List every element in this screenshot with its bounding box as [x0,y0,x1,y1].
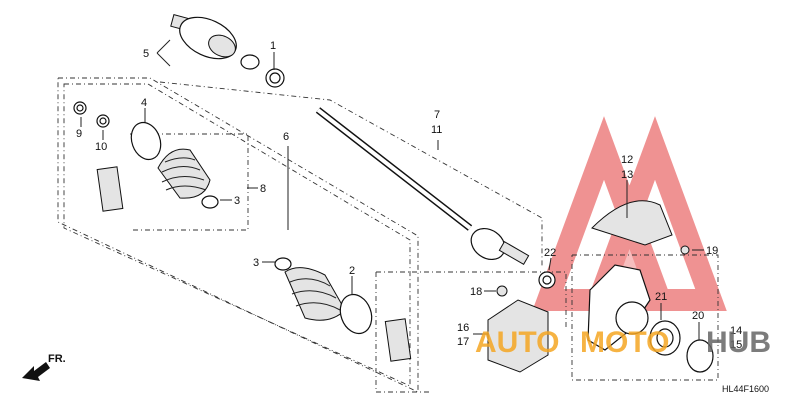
outline-hub-box [571,254,719,381]
callout-10: 10 [95,141,107,153]
callout-3-lower: 3 [253,257,259,269]
outline-lower-box [375,272,430,393]
boot-band-4 [130,121,162,161]
callout-18: 18 [470,286,482,298]
boot-band-2 [339,293,373,335]
callout-12: 12 [621,154,633,166]
callout-20: 20 [692,310,704,322]
cv-joint-outer [170,14,285,88]
watermark-text-middle: MOTO [580,326,669,359]
callout-19: 19 [706,245,718,257]
bolt-18 [496,285,508,297]
callout-7: 7 [434,109,440,121]
outline-outer-group [57,77,419,393]
band-3-lower [274,257,292,271]
callout-21: 21 [655,291,667,303]
circlip-20 [686,339,714,373]
outline-boot-box [130,133,249,231]
boot-left [157,148,211,199]
upper-cover [591,200,673,246]
callout-14: 14 [730,325,742,337]
knuckle-guard [487,299,549,373]
callout-15: 15 [730,339,742,351]
callout-9: 9 [76,128,82,140]
callout-22: 22 [544,247,556,259]
front-arrow-icon [22,362,50,381]
callout-17: 17 [457,336,469,348]
callout-2: 2 [349,265,355,277]
outline-shaft-box [159,81,543,268]
watermark-text-left: AUTO [475,326,559,359]
callout-3-upper: 3 [234,195,240,207]
callout-1: 1 [270,40,276,52]
band-3-upper [201,195,219,209]
callout-16: 16 [457,322,469,334]
label-tag-left [96,166,124,212]
boot-right [284,267,346,321]
callout-13: 13 [621,169,633,181]
watermark-text-right: HUB [706,326,771,359]
outline-knuckle-box [376,271,567,330]
front-indicator-label: FR. [48,353,66,365]
callout-8: 8 [260,183,266,195]
watermark-text: AUTO MOTO HUB [475,326,771,359]
outline-inner-group [63,83,411,387]
label-tag-right [384,318,412,362]
diagram-code: HL44F1600 [722,384,769,394]
bolt-19 [680,245,690,255]
axle-shaft [315,107,530,266]
callout-4: 4 [141,97,147,109]
callout-5: 5 [143,48,149,60]
knuckle [587,264,651,351]
callout-6: 6 [283,131,289,143]
callout-11: 11 [431,124,442,136]
